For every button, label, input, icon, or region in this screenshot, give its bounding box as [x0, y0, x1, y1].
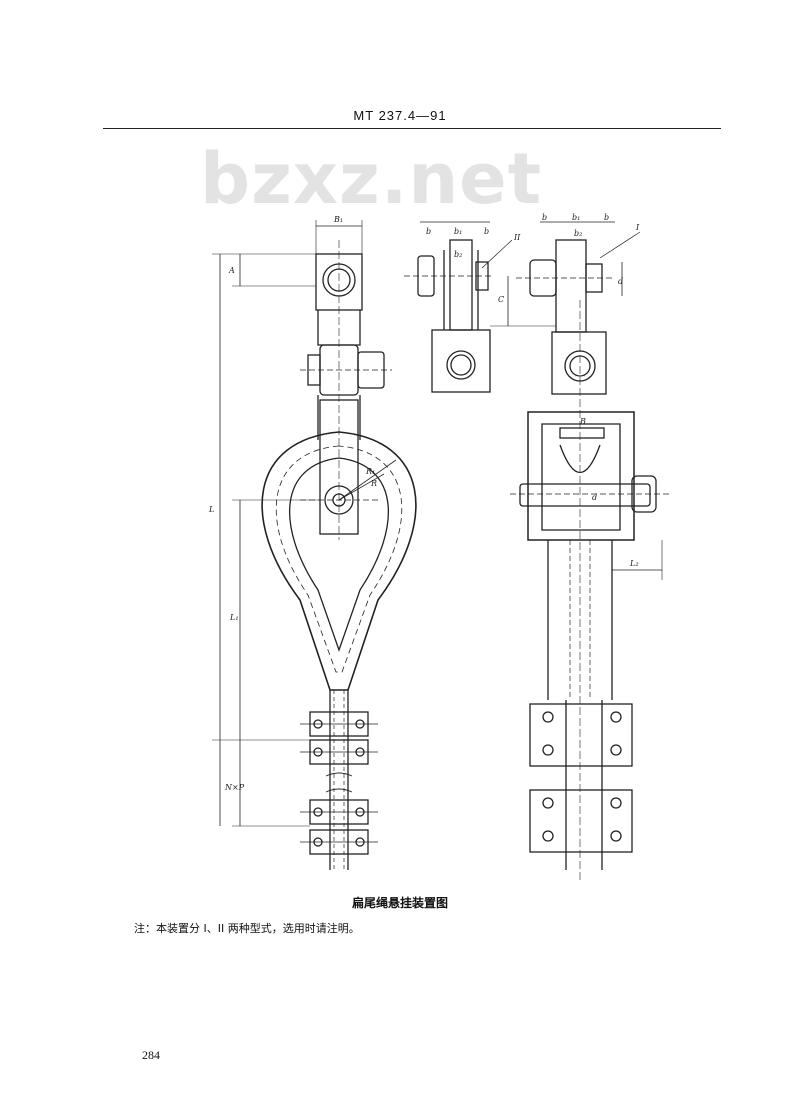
dim-b-II-left: b [426, 227, 431, 236]
thimble-outer [261, 431, 417, 691]
page-number: 284 [142, 1048, 160, 1062]
dim-L1: L₁ [229, 613, 239, 622]
dim-L2: L₂ [629, 559, 639, 568]
dim-b2-II: b₂ [454, 250, 462, 259]
standard-code-header: MT 237.4—91 [353, 108, 447, 123]
dim-b-II-right: b [484, 227, 489, 236]
dim-b2-I: b₂ [574, 229, 582, 238]
dim-B: B [579, 417, 586, 426]
header-rule [103, 128, 721, 129]
figure-note: 注：本装置分 I、II 两种型式，选用时请注明。 [134, 922, 360, 935]
dim-C: C [498, 295, 504, 304]
dim-b-I-right: b [604, 213, 609, 222]
dim-R1: R₁ [365, 467, 375, 476]
dim-d: d [618, 277, 623, 286]
dim-L: L [208, 505, 214, 514]
dim-b1-II: b₁ [454, 227, 462, 236]
label-type-I: I [635, 223, 640, 232]
dim-D-pin: d [592, 493, 597, 502]
dim-b1-I: b₁ [572, 213, 580, 222]
figure-caption: 扁尾绳悬挂装置图 [351, 896, 448, 910]
label-type-II: II [513, 233, 521, 242]
dim-NxP: N×P [224, 783, 245, 792]
dim-b-I-left: b [542, 213, 547, 222]
watermark: bzxz.net [200, 138, 543, 220]
dim-A: A [228, 266, 235, 275]
dim-R: R [370, 479, 377, 488]
dim-B1: B₁ [333, 215, 343, 224]
